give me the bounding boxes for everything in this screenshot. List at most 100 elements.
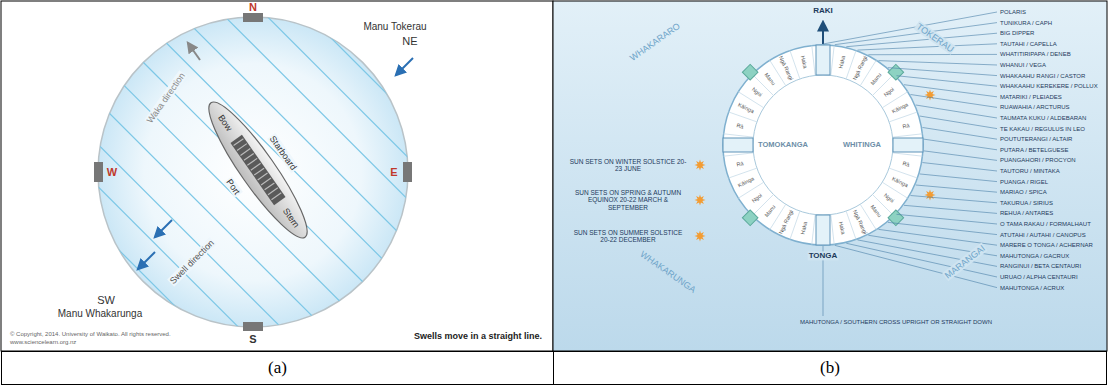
star-name: RUAWAHIA / ARCTURUS xyxy=(1000,104,1070,111)
leader-line xyxy=(910,196,997,203)
deck-slat xyxy=(268,188,278,195)
house-name: Manu xyxy=(763,204,777,219)
house-name: Kāinga xyxy=(890,175,908,188)
star-name: RANGINUI / BETA CENTAURI xyxy=(1000,263,1081,270)
panel-frame xyxy=(553,1,1107,351)
compass-tab xyxy=(403,162,412,182)
house-name: Rā xyxy=(902,160,910,168)
cardinal-marker xyxy=(893,138,923,152)
star-name: PUTARA / BETELGUESE xyxy=(1000,146,1069,153)
caption-text: (b) xyxy=(820,358,840,378)
quarter-name: TOKERAU xyxy=(913,21,956,55)
sun-label: SUN SETS ON SUMMER SOLSTICE 20-22 DECEMB… xyxy=(569,229,687,244)
star-name: WHAKAAHU KEREKERE / POLLUX xyxy=(1000,83,1098,90)
house-name: Haka xyxy=(837,55,846,69)
sun-label: SUN SETS ON SPRING & AUTUMN EQUINOX 20-2… xyxy=(569,189,687,211)
star-name: MATARIKI / PLEIADES xyxy=(1000,93,1062,100)
house-name: Ngā Rangi xyxy=(778,208,795,234)
deck-slat xyxy=(265,183,275,190)
star-name: BIG DIPPER xyxy=(1000,30,1034,37)
swell-line xyxy=(83,87,338,342)
sun-icon xyxy=(695,160,706,171)
leader-line xyxy=(922,163,997,171)
hull-part: Port xyxy=(224,177,243,198)
deck-slat xyxy=(247,158,257,165)
leader-line xyxy=(916,105,997,118)
star-name: TAKURUA / SIRIUS xyxy=(1000,199,1053,206)
ring-parts xyxy=(723,45,923,245)
star-name: ATUTAHI / AUTAHI / CANOPUS xyxy=(1000,231,1086,238)
cardinal-name: RAKI xyxy=(813,6,833,15)
house-name: Kāinga xyxy=(890,102,908,115)
deck-slat xyxy=(251,163,261,170)
leader-line xyxy=(924,139,997,150)
house-divider xyxy=(893,153,923,156)
swell-line xyxy=(62,108,317,363)
quarter-name: WHAKARUNGA xyxy=(638,249,698,295)
hull-part: Bow xyxy=(215,112,234,132)
quarter-marker xyxy=(888,64,904,80)
deck-slat xyxy=(254,168,264,175)
deck-slat xyxy=(271,193,281,200)
leader-line xyxy=(904,85,997,97)
swell-line xyxy=(105,66,360,321)
quarter-marker xyxy=(742,64,758,80)
house-divider xyxy=(724,134,754,137)
leader-line xyxy=(920,116,997,129)
leader-line xyxy=(868,54,997,55)
house-divider xyxy=(831,46,834,76)
sun-icon xyxy=(695,231,706,242)
website-note: www.sciencelearn.org.nz xyxy=(10,339,76,346)
leader-line xyxy=(858,44,997,50)
house-name: Rā xyxy=(736,160,744,168)
star-name: TE KAKAU / REGULUS IN LEO xyxy=(1000,125,1085,132)
star-name: PUANGAHORI / PROCYON xyxy=(1000,157,1076,164)
swell-line xyxy=(168,2,423,257)
house-name: Ngā Rangi xyxy=(851,208,868,234)
deck-slat xyxy=(261,178,271,185)
caption-cell: (a) xyxy=(1,351,554,385)
compass-circle xyxy=(98,17,408,327)
arrow-label: Waka direction xyxy=(144,70,188,126)
house-name: Rā xyxy=(902,122,910,130)
star-name: WHATITIRIPAPA / DENEB xyxy=(1000,51,1071,58)
swell-line xyxy=(253,0,508,172)
house-name: Ngoi xyxy=(883,192,896,204)
deck-slat xyxy=(240,149,250,156)
deck-slat xyxy=(237,144,247,151)
swell-line xyxy=(274,0,529,151)
star-name: TAUMATA KUKU / ALDEBARAN xyxy=(1000,115,1086,122)
leader-line xyxy=(922,127,997,139)
caption-text: (a) xyxy=(268,358,287,378)
canoe xyxy=(197,93,319,247)
swell-line xyxy=(126,45,381,300)
swell-arrow xyxy=(396,58,413,75)
compass-tab xyxy=(243,13,263,22)
swell-line xyxy=(189,0,444,236)
house-divider xyxy=(893,134,923,137)
cardinal-name: WHITINGA xyxy=(843,141,881,150)
caption-cell: (b) xyxy=(553,351,1107,385)
compass-tab xyxy=(94,162,103,182)
house-name: Kāinga xyxy=(737,175,755,188)
star-name: MARIAO / SPICA xyxy=(1000,189,1047,196)
deck-slat xyxy=(258,173,268,180)
arrow-label: Swell direction xyxy=(167,237,217,287)
star-name: TAUTAHI / CAPELLA xyxy=(1000,40,1057,47)
star-name: PUANGA / RIGEL xyxy=(1000,178,1048,185)
star-name: WHAKAAHU RANGI / CASTOR xyxy=(1000,72,1085,79)
hull-part: Stern xyxy=(281,206,302,230)
house-name: Manu xyxy=(869,204,883,219)
direction-label: SW xyxy=(97,294,115,307)
compass-point: S xyxy=(249,333,256,346)
compass-point: E xyxy=(390,166,397,179)
house-name: Ngoi xyxy=(750,192,763,204)
cardinal-marker xyxy=(816,45,830,75)
house-name: Ngoi xyxy=(750,86,763,98)
cardinal-name: TONGA xyxy=(808,251,839,260)
house-name: Manu xyxy=(869,71,883,86)
leader-lines xyxy=(823,12,997,316)
north-arrow xyxy=(822,22,824,44)
quarter-name: WHAKARARO xyxy=(628,21,682,63)
